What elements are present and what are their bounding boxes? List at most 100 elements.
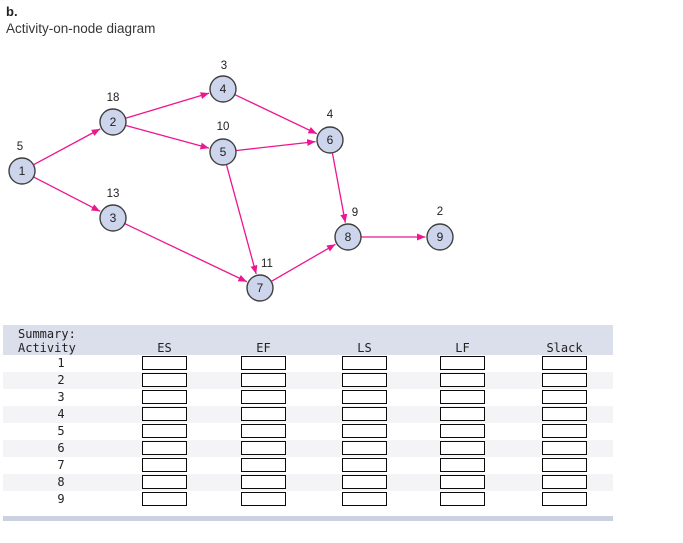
dependency-arrow-2-4 <box>125 92 210 119</box>
summary-label: Summary: <box>18 327 76 341</box>
node-duration-label: 10 <box>217 121 230 133</box>
ef-input-activity-6[interactable] <box>241 441 286 455</box>
activity-number: 4 <box>57 407 65 421</box>
es-input-activity-2[interactable] <box>142 373 187 387</box>
ef-input-activity-8[interactable] <box>241 475 286 489</box>
dependency-arrow-5-6 <box>236 139 316 152</box>
es-input-activity-6[interactable] <box>142 441 187 455</box>
es-input-activity-8[interactable] <box>142 475 187 489</box>
ef-input-activity-1[interactable] <box>241 356 286 370</box>
column-header-ls: LS <box>357 341 372 355</box>
ef-input-activity-2[interactable] <box>241 373 286 387</box>
ls-input-activity-7[interactable] <box>342 458 387 472</box>
lf-input-activity-5[interactable] <box>440 424 485 438</box>
slack-input-activity-8[interactable] <box>542 475 587 489</box>
node-number-label: 2 <box>110 115 117 129</box>
ls-input-activity-1[interactable] <box>342 356 387 370</box>
section-label: b. <box>6 4 18 19</box>
activity-number: 7 <box>57 458 65 472</box>
node-number-label: 9 <box>437 230 444 244</box>
es-input-activity-7[interactable] <box>142 458 187 472</box>
node-duration-label: 18 <box>107 92 120 104</box>
activity-node-2 <box>99 108 127 136</box>
ls-input-activity-5[interactable] <box>342 424 387 438</box>
node-duration-label: 13 <box>107 188 120 200</box>
slack-input-activity-5[interactable] <box>542 424 587 438</box>
table-row-activity-2: 2 <box>3 372 613 389</box>
column-header-lf: LF <box>455 341 470 355</box>
column-header-activity: Activity <box>18 341 76 355</box>
node-number-label: 1 <box>19 164 26 178</box>
activity-number: 8 <box>57 475 65 489</box>
dependency-arrow-4-6 <box>234 94 318 135</box>
activity-node-7 <box>246 274 274 302</box>
activity-node-1 <box>8 157 36 185</box>
ef-input-activity-7[interactable] <box>241 458 286 472</box>
activity-number: 2 <box>57 373 65 387</box>
activity-node-8 <box>334 223 362 251</box>
slack-input-activity-3[interactable] <box>542 390 587 404</box>
activity-node-9 <box>426 223 454 251</box>
ls-input-activity-8[interactable] <box>342 475 387 489</box>
activity-number: 3 <box>57 390 65 404</box>
ef-input-activity-5[interactable] <box>241 424 286 438</box>
lf-input-activity-3[interactable] <box>440 390 485 404</box>
activity-number: 1 <box>57 356 65 370</box>
slack-input-activity-9[interactable] <box>542 492 587 506</box>
lf-input-activity-7[interactable] <box>440 458 485 472</box>
table-row-activity-9: 9 <box>3 491 613 508</box>
es-input-activity-1[interactable] <box>142 356 187 370</box>
ls-input-activity-4[interactable] <box>342 407 387 421</box>
table-row-activity-5: 5 <box>3 423 613 440</box>
activity-node-5 <box>209 138 237 166</box>
slack-input-activity-4[interactable] <box>542 407 587 421</box>
lf-input-activity-1[interactable] <box>440 356 485 370</box>
node-duration-label: 9 <box>352 207 358 219</box>
ls-input-activity-9[interactable] <box>342 492 387 506</box>
es-input-activity-9[interactable] <box>142 492 187 506</box>
es-input-activity-4[interactable] <box>142 407 187 421</box>
lf-input-activity-2[interactable] <box>440 373 485 387</box>
lf-input-activity-4[interactable] <box>440 407 485 421</box>
node-number-label: 7 <box>257 281 264 295</box>
node-number-label: 3 <box>110 211 117 225</box>
ls-input-activity-2[interactable] <box>342 373 387 387</box>
ls-input-activity-6[interactable] <box>342 441 387 455</box>
slack-input-activity-1[interactable] <box>542 356 587 370</box>
dependency-arrow-6-8 <box>331 153 348 223</box>
dependency-arrow-5-7 <box>225 164 258 275</box>
dependency-arrow-3-7 <box>124 223 248 283</box>
slack-input-activity-2[interactable] <box>542 373 587 387</box>
lf-input-activity-8[interactable] <box>440 475 485 489</box>
node-duration-label: 3 <box>221 60 227 72</box>
node-number-label: 8 <box>345 230 352 244</box>
table-row-activity-3: 3 <box>3 389 613 406</box>
ls-input-activity-3[interactable] <box>342 390 387 404</box>
ef-input-activity-4[interactable] <box>241 407 286 421</box>
dependency-arrow-2-5 <box>125 124 210 150</box>
slack-input-activity-6[interactable] <box>542 441 587 455</box>
horizontal-scrollbar[interactable] <box>3 516 613 521</box>
node-number-label: 5 <box>220 145 227 159</box>
column-header-slack: Slack <box>546 341 583 355</box>
column-header-ef: EF <box>256 341 271 355</box>
es-input-activity-3[interactable] <box>142 390 187 404</box>
node-duration-label: 5 <box>17 141 23 153</box>
table-row-activity-4: 4 <box>3 406 613 423</box>
es-input-activity-5[interactable] <box>142 424 187 438</box>
node-duration-label: 2 <box>437 206 443 218</box>
node-number-label: 4 <box>220 82 227 96</box>
slack-input-activity-7[interactable] <box>542 458 587 472</box>
table-row-activity-6: 6 <box>3 440 613 457</box>
ef-input-activity-9[interactable] <box>241 492 286 506</box>
dependency-arrow-1-3 <box>33 176 101 212</box>
node-duration-label: 4 <box>327 109 334 121</box>
table-header: Summary: Activity ES EF LS LF Slack <box>3 325 613 355</box>
activity-number: 6 <box>57 441 65 455</box>
ef-input-activity-3[interactable] <box>241 390 286 404</box>
lf-input-activity-9[interactable] <box>440 492 485 506</box>
lf-input-activity-6[interactable] <box>440 441 485 455</box>
